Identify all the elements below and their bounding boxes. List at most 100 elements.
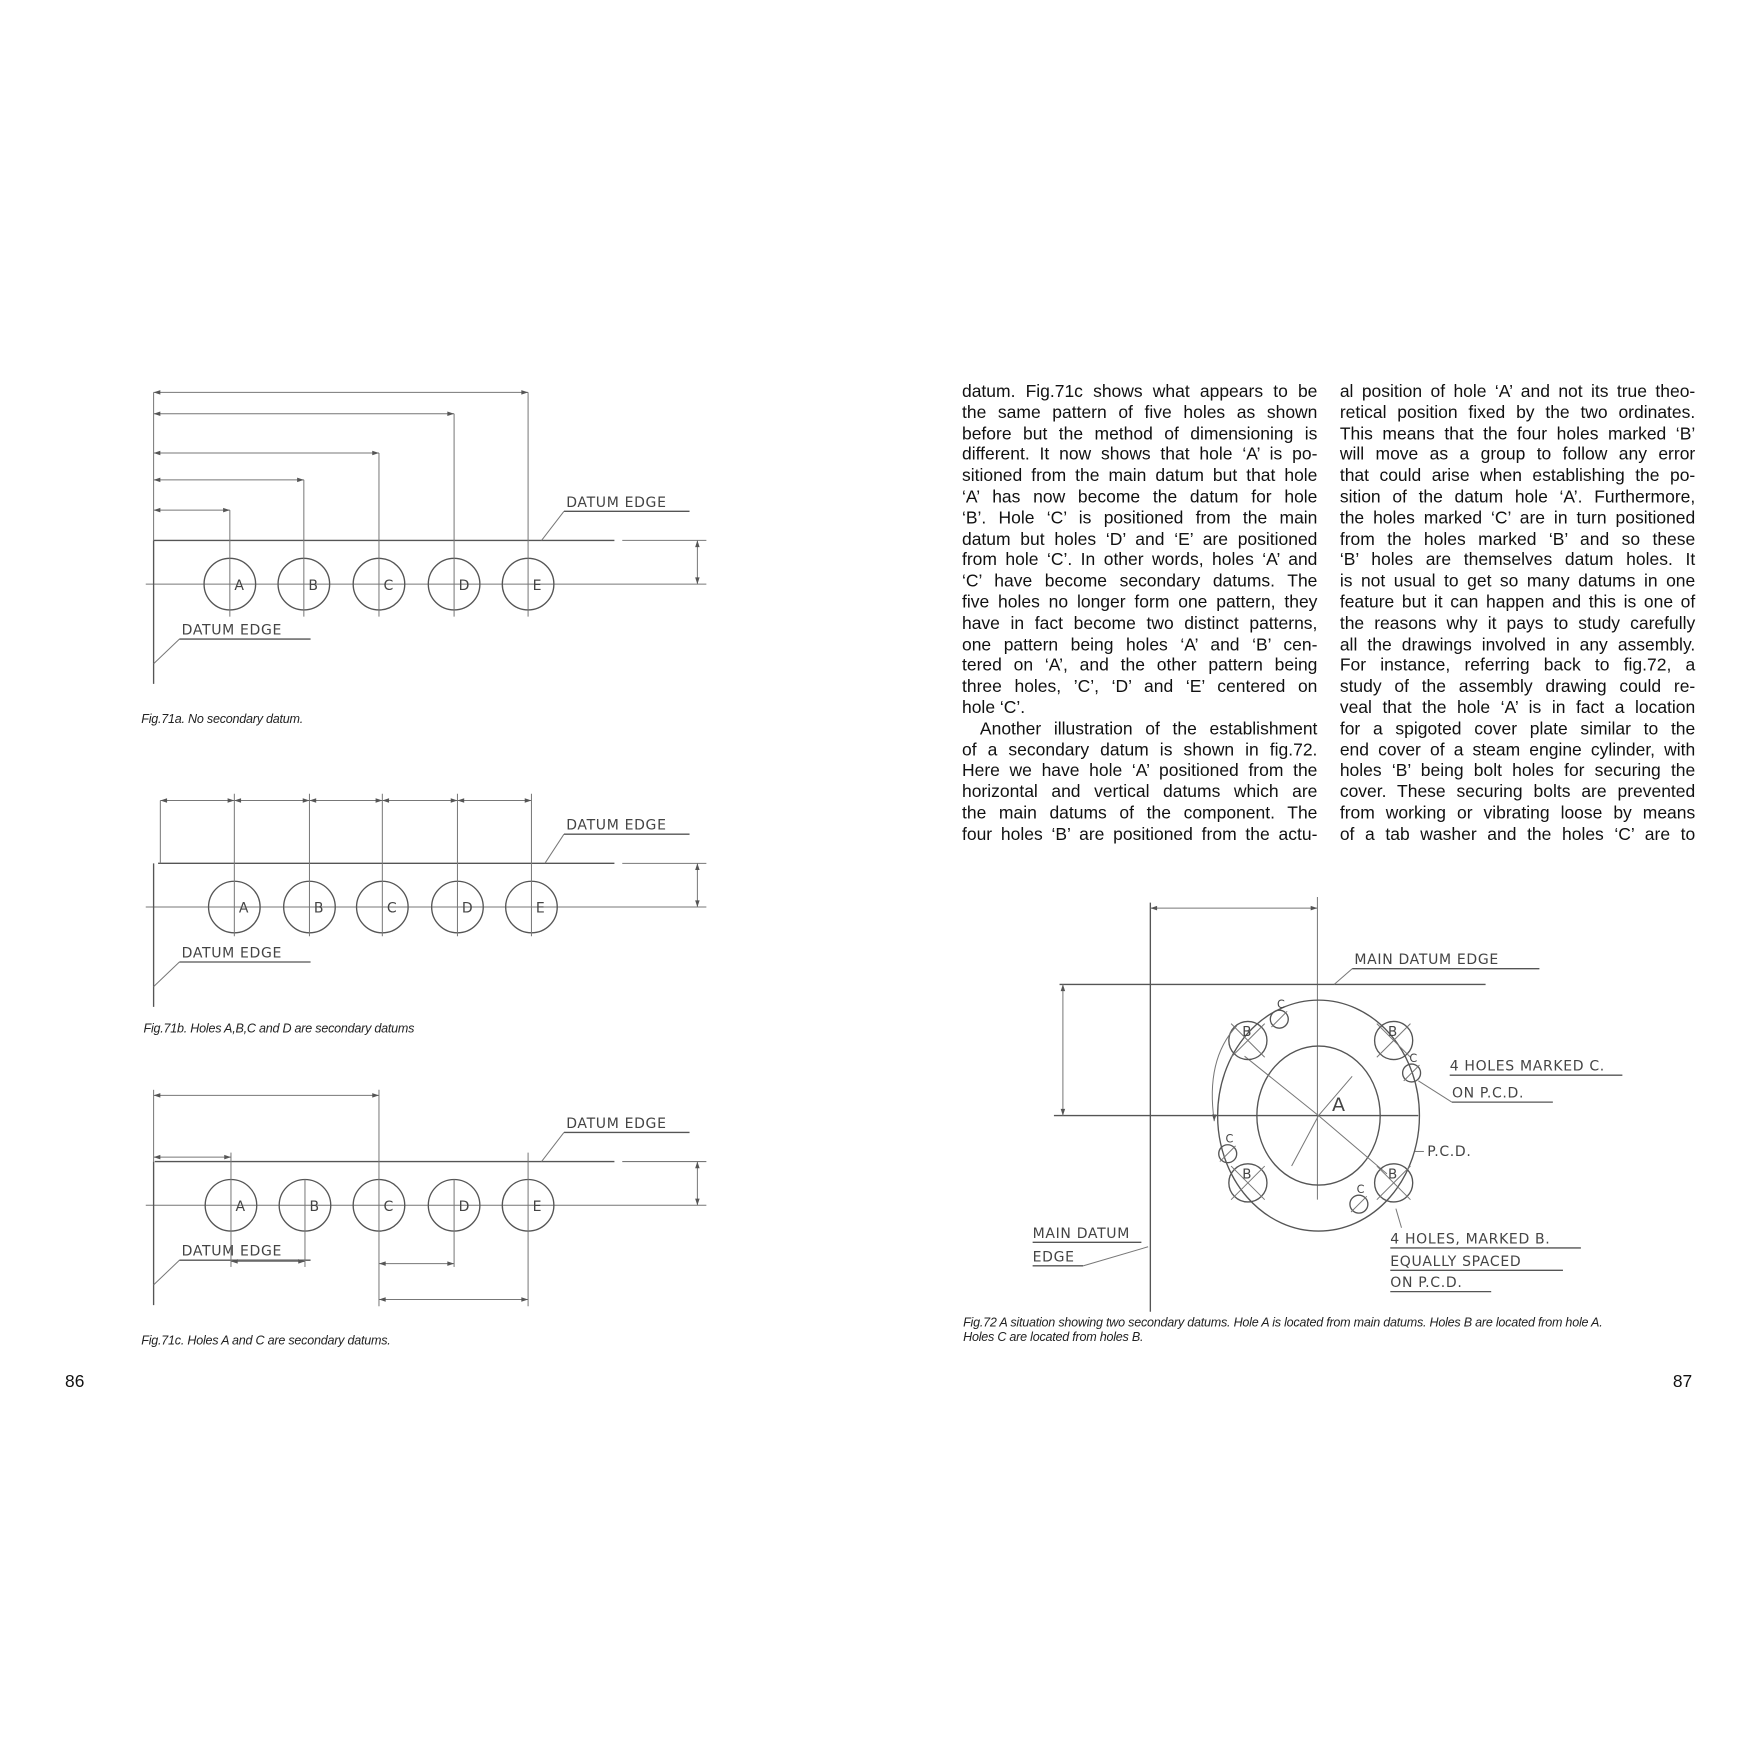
arrowhead bbox=[447, 1261, 455, 1266]
datum-edge-label-bottom-leader bbox=[153, 638, 180, 665]
text-line: from the holes marked ‘B’ and so these bbox=[1339, 529, 1696, 549]
text-line: veal that the hole ‘A’ is in fact a loca… bbox=[1339, 698, 1696, 718]
radius-line bbox=[1244, 1055, 1319, 1116]
text-line: sition of the datum hole ‘A’. Furthermor… bbox=[1339, 487, 1696, 507]
angle-arc bbox=[1211, 1025, 1238, 1122]
text-line: have in fact become two distinct pattern… bbox=[961, 614, 1318, 634]
hole-c-label: C bbox=[1277, 998, 1285, 1011]
text-line: study of the assembly drawing could re- bbox=[1339, 677, 1696, 697]
radius-line bbox=[1318, 1076, 1353, 1116]
text-line: the holes marked ‘C’ are in turn positio… bbox=[1339, 508, 1696, 528]
hole-c-circle bbox=[1401, 1063, 1422, 1083]
text-line: cover. These securing bolts are prevente… bbox=[1339, 782, 1696, 802]
fig71c-caption: Fig.71c. Holes A and C are secondary dat… bbox=[141, 1334, 391, 1348]
arrowhead bbox=[372, 1093, 379, 1098]
text-line: feature but it can happen and this is on… bbox=[1339, 593, 1696, 613]
hole-label: E bbox=[533, 1199, 543, 1215]
arrowhead bbox=[224, 1154, 231, 1160]
text-line: ‘B’. Hole ‘C’ is positioned from the mai… bbox=[961, 508, 1318, 528]
datum-edge-label-bottom-leader bbox=[153, 961, 180, 988]
hole-label: A bbox=[235, 1199, 245, 1215]
text-line: that could arise when establishing the p… bbox=[1339, 466, 1696, 486]
holes-b-label-line3: ON P.C.D. bbox=[1390, 1275, 1462, 1291]
datum-edge-label-bottom: DATUM EDGE bbox=[182, 946, 282, 962]
text-line: of a secondary datum is shown in fig.72. bbox=[961, 740, 1318, 760]
hole-a-label: A bbox=[1332, 1094, 1346, 1116]
hole-b-circle bbox=[1228, 1163, 1268, 1203]
text-line: all the drawings involved in any assembl… bbox=[1339, 635, 1696, 655]
text-line: Here we have hole ‘A’ positioned from th… bbox=[961, 761, 1318, 781]
arrowhead bbox=[1060, 984, 1066, 992]
text-line: This means that the four holes marked ‘B… bbox=[1339, 424, 1696, 444]
hole-b-cross bbox=[1376, 1023, 1411, 1058]
text-line: datum but holes ‘D’ and ‘E’ are position… bbox=[961, 529, 1318, 549]
arrowhead bbox=[298, 1259, 305, 1264]
hole-label: A bbox=[239, 901, 249, 917]
text-line: tered on ‘A’, and the other pattern bein… bbox=[961, 656, 1318, 676]
arrowhead bbox=[309, 798, 317, 803]
hole-c-label: C bbox=[1409, 1052, 1417, 1065]
hole-label: D bbox=[459, 1199, 470, 1215]
arrowhead bbox=[521, 1297, 529, 1302]
text-line: For instance, referring back to fig.72, … bbox=[1339, 656, 1696, 676]
pcd-label: P.C.D. bbox=[1427, 1144, 1471, 1160]
text-column-right: al position of hole ‘A’ and not its true… bbox=[1340, 382, 1695, 846]
arrowhead bbox=[153, 477, 161, 483]
hole-label: E bbox=[533, 578, 543, 594]
hole-b-cross bbox=[1230, 1023, 1266, 1058]
hole-c-cross bbox=[1350, 1195, 1368, 1213]
arrowhead bbox=[375, 798, 383, 803]
text-line: ‘B’ holes are themselves datum holes. It bbox=[1339, 550, 1696, 570]
fig72-caption-line1: Fig.72 A situation showing two secondary… bbox=[963, 1316, 1603, 1330]
datum-edge-label-bottom-leader bbox=[153, 1259, 180, 1286]
main-datum-edge-label-left-line2: EDGE bbox=[1033, 1249, 1075, 1265]
arrowhead bbox=[524, 798, 532, 803]
datum-edge-label-top: DATUM EDGE bbox=[566, 1116, 666, 1132]
text-line: end cover of a steam engine cylinder, wi… bbox=[1339, 740, 1696, 760]
hole-c-label: C bbox=[1225, 1133, 1233, 1146]
arrowhead bbox=[695, 577, 700, 585]
text-line: holes ‘B’ being bolt holes for securing … bbox=[1339, 761, 1696, 781]
text-line: four holes ‘B’ are positioned from the a… bbox=[961, 824, 1318, 844]
arrowhead bbox=[378, 1297, 386, 1302]
arrowhead bbox=[153, 450, 161, 456]
arrowhead bbox=[153, 1154, 161, 1160]
text-line: the main datums of the component. The bbox=[961, 803, 1318, 823]
hole-label: A bbox=[234, 578, 244, 594]
text-line: before but the method of dimensioning is bbox=[961, 424, 1318, 444]
hole-label: E bbox=[536, 901, 546, 917]
arrowhead bbox=[450, 798, 458, 803]
arrowhead bbox=[1310, 905, 1318, 911]
hole-label: C bbox=[383, 1199, 393, 1215]
radius-line bbox=[1318, 1115, 1388, 1175]
holes-b-label-line2: EQUALLY SPACED bbox=[1390, 1254, 1521, 1270]
hole-c-circle bbox=[1269, 1009, 1289, 1029]
arrowhead bbox=[382, 798, 390, 803]
hole-c-cross bbox=[1403, 1064, 1420, 1082]
arrowhead bbox=[521, 390, 529, 395]
hole-b-label: B bbox=[1242, 1025, 1251, 1040]
text-line: ‘C’ have become secondary datums. The bbox=[961, 572, 1318, 592]
text-line: Another illustration of the establishmen… bbox=[979, 719, 1318, 739]
hole-label: C bbox=[383, 578, 393, 594]
arrowhead bbox=[1212, 1114, 1217, 1122]
hole-b-circle bbox=[1228, 1020, 1268, 1061]
radius-line bbox=[1291, 1115, 1319, 1167]
holes-c-label-line2: ON P.C.D. bbox=[1452, 1086, 1524, 1102]
text-line: different. It now shows that hole ‘A’ is… bbox=[961, 445, 1318, 465]
text-line: ‘A’ has now become the datum for hole bbox=[961, 487, 1318, 507]
hole-b-circle bbox=[1373, 1020, 1414, 1061]
page-number-left: 86 bbox=[65, 1372, 85, 1392]
arrowhead bbox=[695, 863, 700, 871]
holes-c-leader bbox=[1418, 1080, 1453, 1103]
hole-c-label: C bbox=[1357, 1183, 1365, 1196]
hole-a-circle bbox=[1256, 1045, 1381, 1186]
hole-b-circle bbox=[1373, 1163, 1414, 1203]
arrowhead bbox=[695, 1161, 700, 1169]
hole-label: D bbox=[462, 901, 473, 917]
arrowhead bbox=[378, 1261, 386, 1266]
text-line: will move as a group to follow any error bbox=[1339, 445, 1696, 465]
arrowhead bbox=[153, 507, 161, 513]
text-line: al position of hole ‘A’ and not its true… bbox=[1339, 382, 1696, 402]
